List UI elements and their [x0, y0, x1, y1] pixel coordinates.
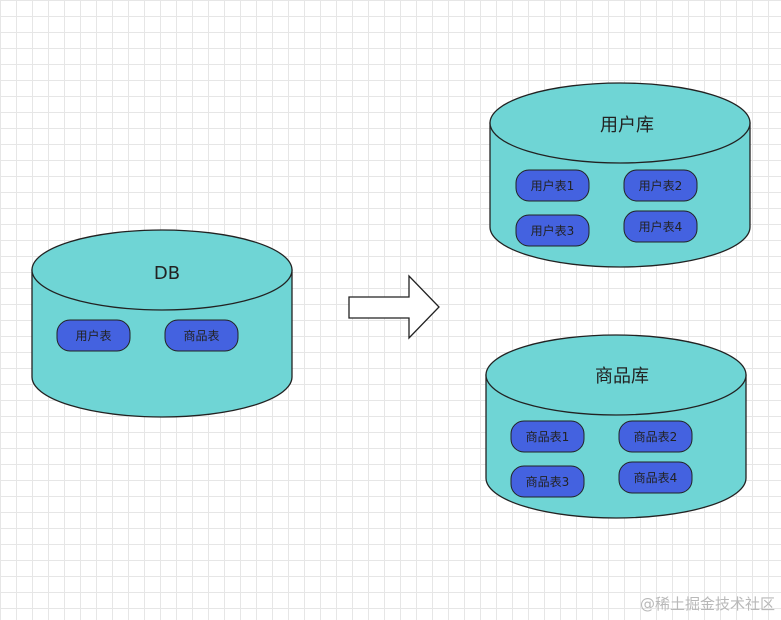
table-node: 用户表3 — [515, 214, 590, 247]
table-node: 商品表 — [164, 319, 239, 352]
table-node: 商品表3 — [510, 465, 585, 498]
table-label: 商品表4 — [634, 470, 678, 485]
table-label: 商品表2 — [634, 429, 678, 444]
table-node: 用户表4 — [623, 210, 698, 243]
split-arrow — [348, 274, 440, 340]
table-node: 用户表1 — [515, 169, 590, 202]
table-label: 商品表1 — [526, 429, 570, 444]
db-cylinder-source: DB 用户表 商品表 — [31, 229, 293, 418]
table-label: 用户表 — [75, 328, 111, 343]
table-node: 商品表1 — [510, 420, 585, 453]
table-label: 商品表3 — [526, 474, 570, 489]
table-label: 用户表1 — [531, 178, 575, 193]
table-label: 商品表 — [183, 328, 219, 343]
table-label: 用户表3 — [531, 223, 575, 238]
db-title-product: 商品库 — [595, 366, 649, 387]
watermark-text: @稀土掘金技术社区 — [639, 595, 775, 613]
cylinder-top — [489, 82, 751, 164]
table-node: 商品表2 — [618, 420, 693, 453]
table-node: 商品表4 — [618, 461, 693, 494]
table-node: 用户表 — [56, 319, 131, 352]
db-cylinder-product: 商品库 商品表1 商品表2 商品表3 商品表4 — [485, 334, 747, 519]
cylinder-body — [31, 269, 293, 418]
cylinder-top — [31, 229, 293, 311]
table-label: 用户表2 — [639, 178, 683, 193]
db-title-user: 用户库 — [600, 115, 654, 136]
db-cylinder-user: 用户库 用户表1 用户表2 用户表3 用户表4 — [489, 82, 751, 268]
db-title-source: DB — [154, 263, 180, 284]
table-node: 用户表2 — [623, 169, 698, 202]
cylinder-top — [485, 334, 747, 416]
table-label: 用户表4 — [639, 219, 683, 234]
